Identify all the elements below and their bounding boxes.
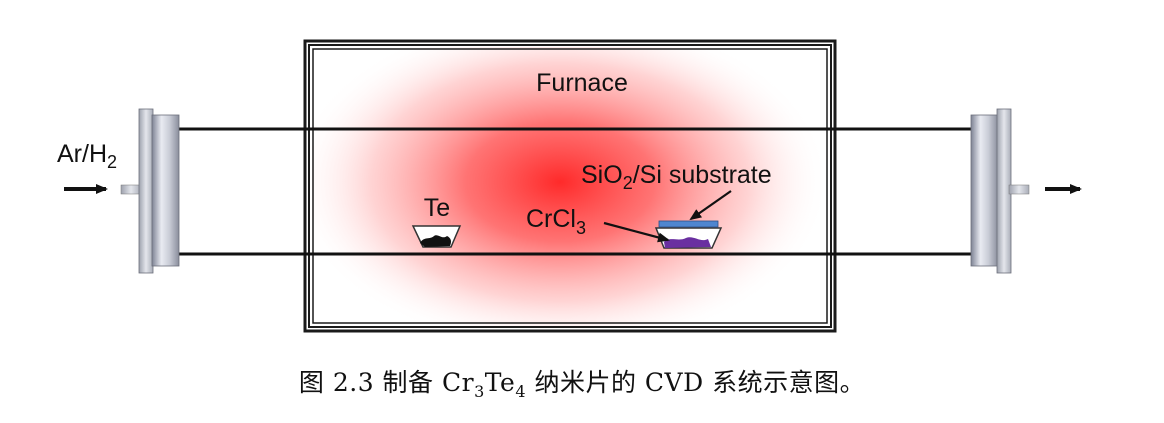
caption-mid: Te: [484, 368, 516, 397]
caption-subscript-1: 3: [474, 382, 485, 401]
te-powder: [420, 235, 451, 247]
crcl3-label: CrCl3: [526, 205, 586, 238]
furnace-label: Furnace: [536, 69, 628, 97]
substrate-label: SiO2/Si substrate: [581, 161, 772, 193]
furnace-hot-zone: [312, 47, 828, 326]
furnace-frame: [303, 39, 837, 333]
gas-label-subscript: 2: [107, 152, 117, 172]
crcl3-pointer-arrow: [603, 221, 670, 243]
gas-label: Ar/H2: [57, 140, 117, 172]
te-label: Te: [424, 194, 450, 222]
substrate-label-rest: /Si substrate: [633, 161, 772, 189]
cvd-system-diagram: Furnace Ar/H2 SiO2/Si substrate Te CrCl3: [57, 39, 1082, 333]
sio2-si-substrate: [658, 220, 719, 228]
substrate-pointer-arrow: [689, 190, 732, 221]
te-boat: [411, 225, 462, 248]
crcl3-label-main: CrCl: [526, 205, 576, 233]
substrate-label-main: SiO: [581, 161, 623, 189]
caption-tail: 纳米片的 CVD 系统示意图。: [526, 368, 866, 397]
quartz-tube: [178, 127, 973, 256]
caption-lead: 图 2.3 制备 Cr: [298, 368, 475, 397]
right-flange: [970, 108, 1030, 274]
gas-label-main: Ar/H: [57, 140, 107, 168]
figure-caption: 图 2.3 制备 Cr3Te4 纳米片的 CVD 系统示意图。: [0, 363, 1164, 401]
caption-subscript-2: 4: [515, 382, 526, 401]
crcl3-label-subscript: 3: [576, 218, 586, 238]
crcl3-powder: [664, 237, 711, 248]
crcl3-boat: [654, 220, 723, 249]
left-flange: [120, 108, 180, 274]
substrate-label-subscript: 2: [623, 173, 633, 193]
